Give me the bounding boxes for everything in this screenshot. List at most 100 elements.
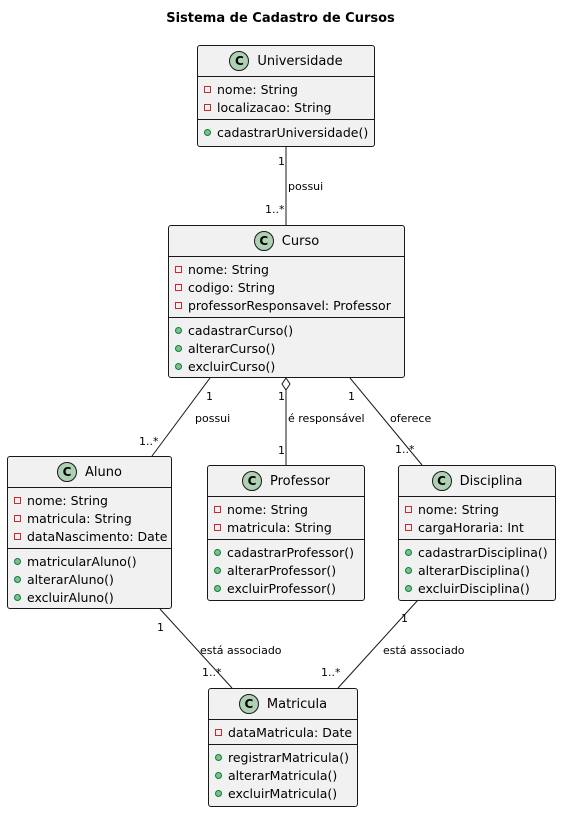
private-icon	[14, 496, 21, 504]
edge-curso-aluno	[151, 377, 211, 457]
attributes-section: nome: String matricula: String dataNasci…	[8, 488, 171, 548]
class-name: Aluno	[85, 464, 122, 480]
multiplicity-curso: 1..*	[265, 203, 285, 216]
public-icon	[215, 771, 222, 779]
multiplicity-aluno: 1..*	[139, 435, 159, 448]
attribute: dataMatricula: Date	[228, 724, 353, 740]
public-icon	[204, 128, 211, 136]
public-icon	[14, 575, 21, 583]
attribute: professorResponsavel: Professor	[188, 297, 391, 313]
method: cadastrarUniversidade()	[217, 124, 369, 140]
class-badge-icon: C	[229, 51, 250, 71]
attribute: nome: String	[217, 81, 298, 97]
public-icon	[405, 584, 412, 592]
class-aluno[interactable]: C Aluno nome: String matricula: String d…	[7, 456, 172, 609]
private-icon	[405, 505, 412, 513]
method: alterarProfessor()	[227, 562, 337, 578]
method: registrarMatricula()	[228, 749, 349, 765]
attributes-section: nome: String codigo: String professorRes…	[169, 257, 404, 317]
class-badge-icon: C	[431, 471, 452, 491]
methods-section: registrarMatricula() alterarMatricula() …	[209, 744, 357, 805]
methods-section: cadastrarProfessor() alterarProfessor() …	[208, 539, 364, 600]
public-icon	[175, 326, 182, 334]
private-icon	[214, 523, 221, 531]
attribute: nome: String	[27, 492, 108, 508]
relation-label-associado: está associado	[200, 644, 282, 657]
class-curso[interactable]: C Curso nome: String codigo: String prof…	[168, 225, 405, 378]
class-name: Professor	[269, 473, 331, 489]
relation-label-possui: possui	[288, 180, 324, 193]
edge-aluno-matricula	[159, 608, 233, 689]
method: matricularAluno()	[27, 553, 137, 569]
class-badge-icon: C	[253, 231, 274, 251]
class-universidade[interactable]: C Universidade nome: String localizacao:…	[197, 45, 375, 147]
relation-label-associado: está associado	[383, 644, 465, 657]
method: cadastrarCurso()	[188, 322, 294, 338]
multiplicity-aluno: 1	[157, 621, 164, 634]
attribute: nome: String	[188, 261, 269, 277]
class-matricula[interactable]: C Matricula dataMatricula: Date registra…	[208, 688, 358, 807]
class-name: Matricula	[266, 696, 328, 712]
relation-label-possui: possui	[195, 412, 231, 425]
class-professor[interactable]: C Professor nome: String matricula: Stri…	[207, 465, 365, 601]
private-icon	[14, 514, 21, 522]
method: alterarDisciplina()	[418, 562, 530, 578]
method: excluirCurso()	[188, 358, 276, 374]
multiplicity-curso: 1	[206, 390, 213, 403]
methods-section: cadastrarCurso() alterarCurso() excluirC…	[169, 317, 404, 378]
class-name: Universidade	[257, 53, 343, 69]
method: alterarAluno()	[27, 571, 114, 587]
private-icon	[175, 301, 182, 309]
edge-disciplina-matricula	[337, 599, 419, 689]
attributes-section: nome: String matricula: String	[208, 497, 364, 539]
public-icon	[14, 593, 21, 601]
attribute: dataNascimento: Date	[27, 528, 168, 544]
private-icon	[204, 85, 211, 93]
class-badge-icon: C	[241, 471, 262, 491]
multiplicity-matricula: 1..*	[202, 666, 222, 679]
relation-label-oferece: oferece	[390, 412, 432, 425]
class-name: Disciplina	[459, 473, 523, 489]
attribute: localizacao: String	[217, 99, 332, 115]
attribute: nome: String	[418, 501, 499, 517]
public-icon	[175, 362, 182, 370]
method: excluirMatricula()	[228, 785, 338, 801]
method: excluirAluno()	[27, 589, 114, 605]
private-icon	[14, 532, 21, 540]
methods-section: matricularAluno() alterarAluno() excluir…	[8, 548, 171, 609]
class-badge-icon: C	[57, 462, 78, 482]
class-badge-icon: C	[238, 694, 259, 714]
attributes-section: dataMatricula: Date	[209, 720, 357, 744]
multiplicity-matricula: 1..*	[321, 666, 341, 679]
method: alterarMatricula()	[228, 767, 338, 783]
public-icon	[405, 548, 412, 556]
multiplicity-curso: 1	[278, 390, 285, 403]
attribute: nome: String	[227, 501, 308, 517]
method: alterarCurso()	[188, 340, 276, 356]
method: cadastrarProfessor()	[227, 544, 354, 560]
edge-curso-disciplina	[349, 377, 423, 466]
private-icon	[204, 103, 211, 111]
public-icon	[215, 753, 222, 761]
attribute: matricula: String	[27, 510, 132, 526]
multiplicity-curso: 1	[348, 390, 355, 403]
diagram-title: Sistema de Cadastro de Cursos	[166, 11, 395, 26]
private-icon	[215, 728, 222, 736]
multiplicity-professor: 1	[278, 444, 285, 457]
public-icon	[214, 584, 221, 592]
public-icon	[214, 566, 221, 574]
methods-section: cadastrarUniversidade()	[198, 119, 374, 144]
method: excluirProfessor()	[227, 580, 337, 596]
public-icon	[214, 548, 221, 556]
private-icon	[175, 265, 182, 273]
attribute: matricula: String	[227, 519, 332, 535]
private-icon	[214, 505, 221, 513]
public-icon	[175, 344, 182, 352]
relation-label-responsavel: é responsável	[288, 412, 365, 425]
class-disciplina[interactable]: C Disciplina nome: String cargaHoraria: …	[398, 465, 556, 601]
attributes-section: nome: String cargaHoraria: Int	[399, 497, 555, 539]
attributes-section: nome: String localizacao: String	[198, 77, 374, 119]
public-icon	[14, 557, 21, 565]
multiplicity-universidade: 1	[278, 155, 285, 168]
